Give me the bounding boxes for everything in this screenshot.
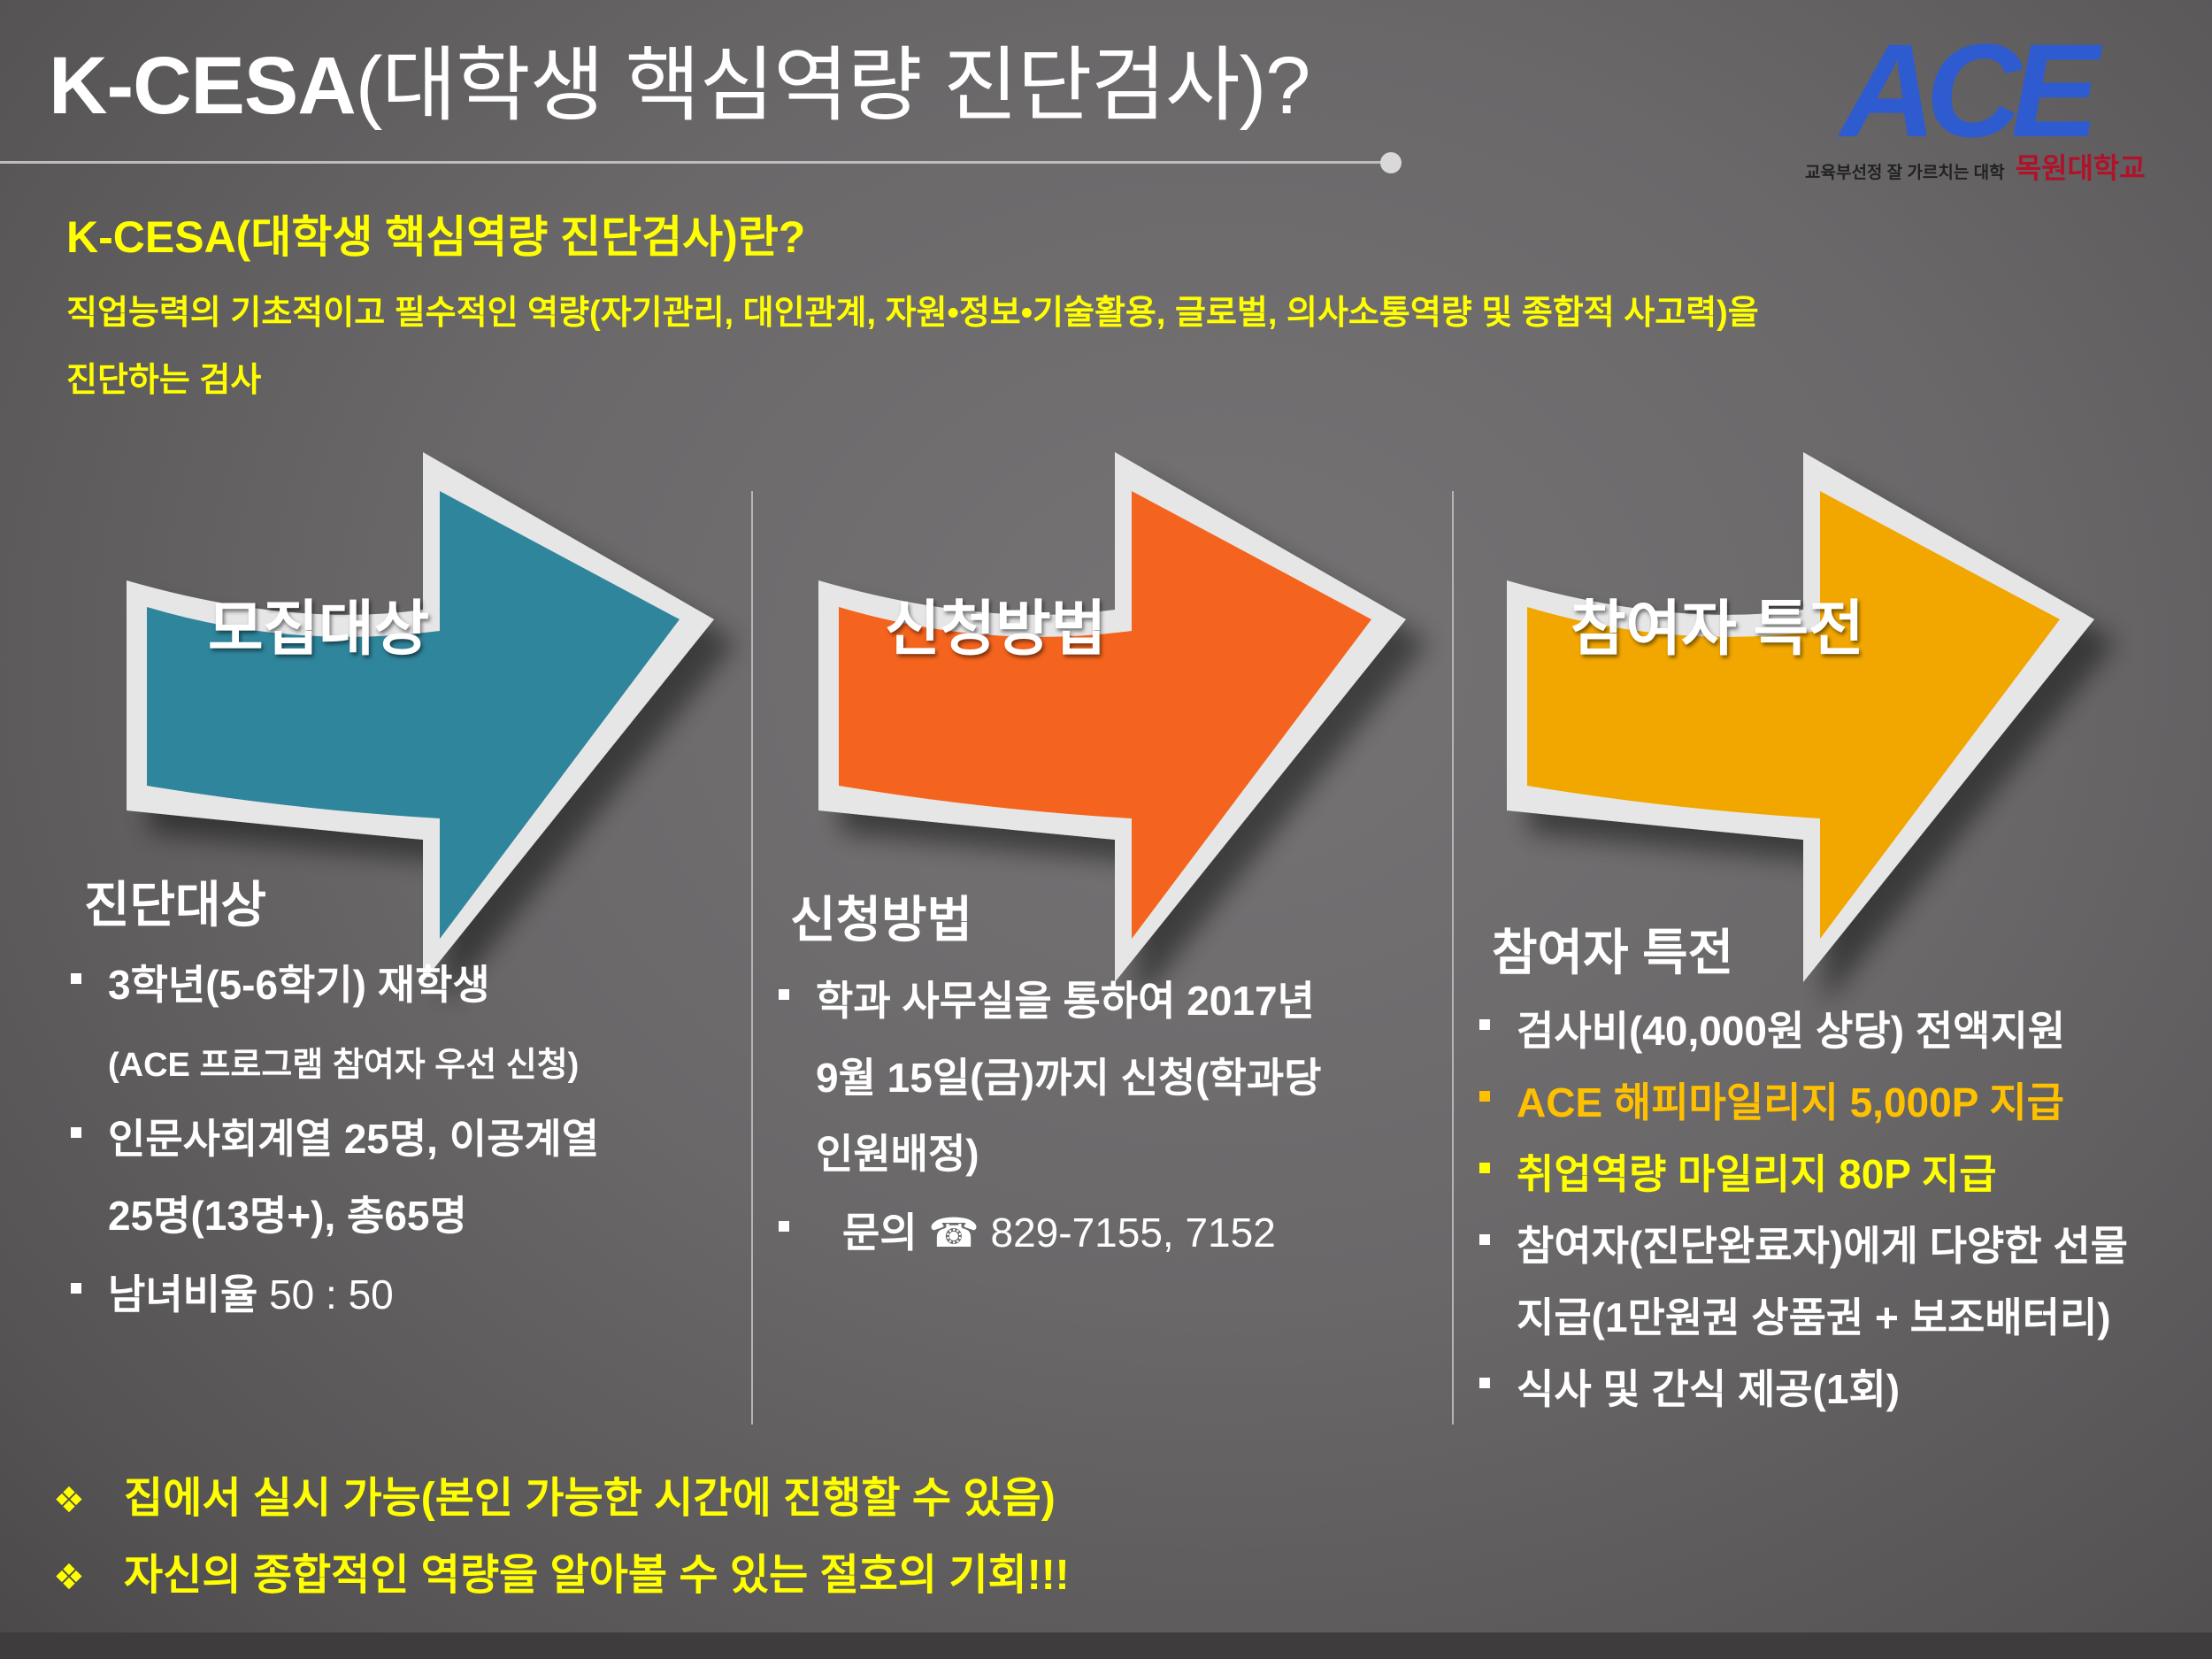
target-item-quota-line2: 25명(13명+), 총65명 — [108, 1193, 467, 1239]
target-item-ratio: 남녀비율 50 : 50 — [108, 1271, 394, 1317]
diamond-bullet-icon: ❖ — [53, 1558, 85, 1597]
apply-item-line1: 학과 사무실을 통하여 2017년 — [816, 978, 1315, 1024]
arrow-label-target: 모집대상 — [208, 595, 430, 663]
logo-university: 목원대학교 — [2015, 152, 2146, 184]
bullet-icon — [1479, 1091, 1490, 1102]
arrow-shape — [839, 491, 1371, 939]
process-arrows — [127, 452, 2094, 982]
apply-item-contact: 문의 ☎ 829-7155, 7152 — [842, 1210, 1276, 1256]
benefit-happy-mileage: ACE 해피마일리지 5,000P 지급 — [1517, 1079, 2064, 1125]
target-item-quota-line1: 인문사회계열 25명, 이공계열 — [108, 1116, 600, 1162]
logo-brand: ACE — [1840, 16, 2100, 165]
title-underline — [0, 161, 1389, 164]
apply-heading: 신청방법 — [790, 892, 973, 948]
bullet-icon — [1479, 1163, 1490, 1173]
bullet-icon — [71, 973, 81, 984]
arrow-label-benefits: 참여자 특전 — [1571, 595, 1864, 663]
footer-note-opportunity: ❖자신의 종합적인 역량을 알아볼 수 있는 절호의 기회!!! — [53, 1552, 1070, 1599]
title-korean: (대학생 핵심역량 진단검사)? — [355, 41, 1311, 131]
page-title: K-CESA(대학생 핵심역량 진단검사)? — [49, 19, 1310, 137]
bullet-icon — [71, 1127, 81, 1138]
benefit-gift-line1: 참여자(진단완료자)에게 다양한 선물 — [1517, 1223, 2128, 1269]
logo-caption: 교육부선정 잘 가르치는 대학 목원대학교 — [1805, 152, 2146, 184]
title-latin: K-CESA — [49, 41, 357, 131]
bullet-icon — [779, 989, 789, 1000]
target-heading: 진단대상 — [84, 877, 267, 933]
bullet-icon — [71, 1283, 81, 1294]
target-item-grade: 3학년(5-6학기) 재학생 — [108, 962, 490, 1008]
benefit-fee: 검사비(40,000원 상당) 전액지원 — [1517, 1008, 2066, 1054]
bullet-icon — [1479, 1378, 1490, 1388]
benefit-job-mileage: 취업역량 마일리지 80P 지급 — [1517, 1151, 1997, 1197]
bullet-icon — [1479, 1234, 1490, 1245]
bottom-band — [0, 1632, 2212, 1659]
intro-description-line1: 직업능력의 기초적이고 필수적인 역량(자기관리, 대인관계, 자원•정보•기술… — [66, 295, 1759, 332]
bullet-icon — [1479, 1019, 1490, 1030]
intro-description-line2: 진단하는 검사 — [66, 362, 262, 399]
benefit-gift-line2: 지급(1만원권 상품권 + 보조배터리) — [1517, 1294, 2111, 1340]
benefit-meal: 식사 및 간식 제공(1회) — [1517, 1366, 1901, 1412]
arrow-shape — [1527, 491, 2060, 939]
arrow-label-apply: 신청방법 — [885, 595, 1107, 663]
ace-logo: ACE 교육부선정 잘 가르치는 대학 목원대학교 — [1805, 16, 2146, 184]
intro-question: K-CESA(대학생 핵심역량 진단검사)란? — [66, 212, 806, 262]
apply-item-line3: 인원배정) — [816, 1131, 979, 1177]
diamond-bullet-icon: ❖ — [53, 1481, 85, 1520]
logo-tagline: 교육부선정 잘 가르치는 대학 — [1805, 164, 2005, 182]
footer-note-home: ❖집에서 실시 가능(본인 가능한 시간에 진행할 수 있음) — [53, 1475, 1056, 1522]
underline-dot — [1380, 152, 1402, 173]
column-divider — [751, 491, 753, 1425]
apply-item-line2: 9월 15일(금)까지 신청(학과당 — [816, 1055, 1322, 1101]
phone-icon: ☎ — [928, 1210, 979, 1256]
benefits-heading: 참여자 특전 — [1492, 925, 1734, 980]
target-item-grade-note: (ACE 프로그램 참여자 우선 신청) — [108, 1047, 580, 1084]
arrow-shape — [147, 491, 680, 939]
bullet-icon — [779, 1221, 789, 1232]
column-divider — [1452, 491, 1454, 1425]
